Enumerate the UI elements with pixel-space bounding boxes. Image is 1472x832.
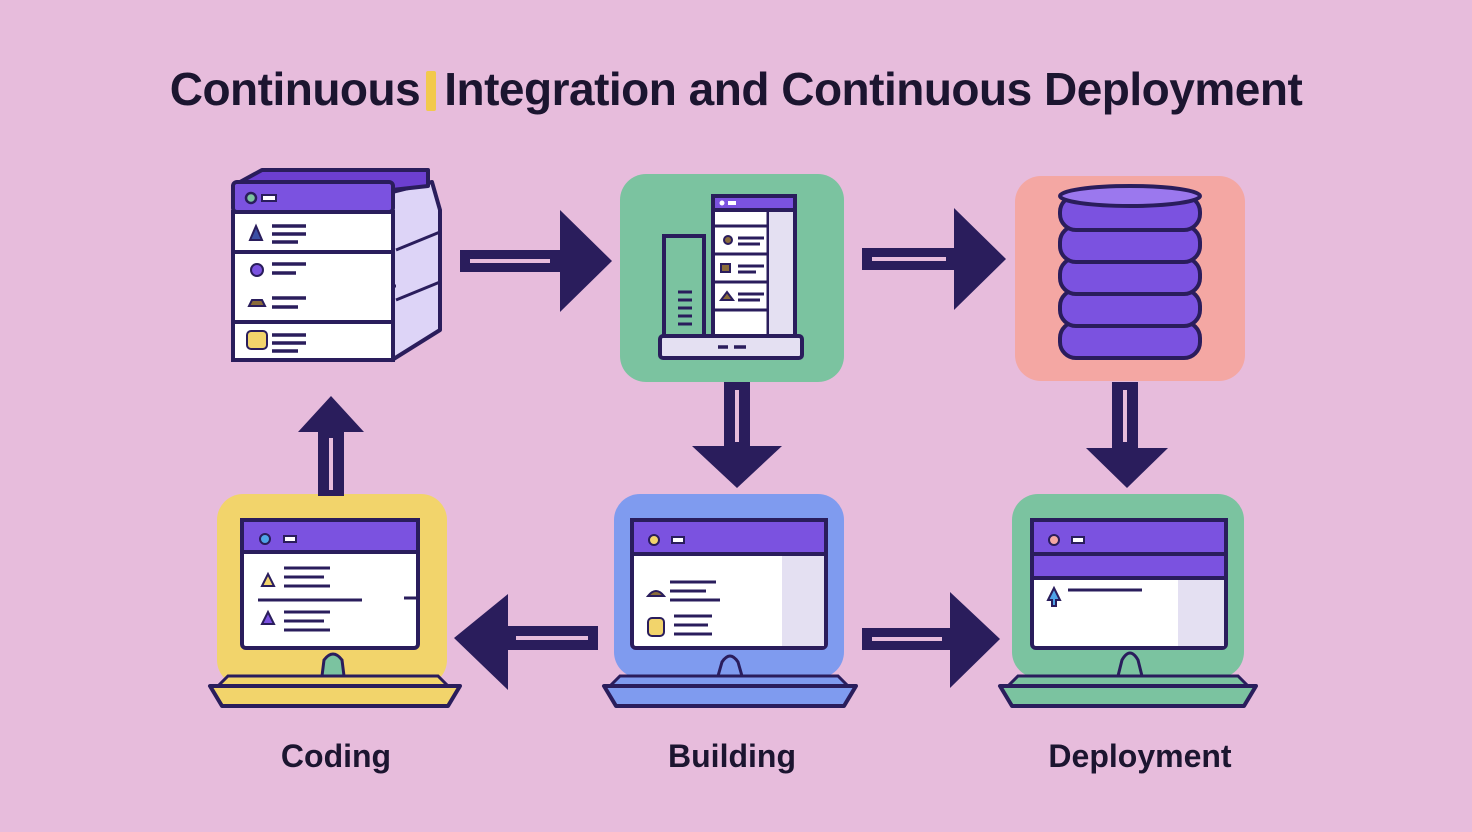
deployment-computer-icon (998, 494, 1258, 708)
title-part-2: Integration and Continuous Deployment (444, 63, 1303, 115)
arrow-left-icon (454, 594, 598, 690)
arrow-right-3-icon (862, 592, 1000, 688)
arrow-down-2-icon (1086, 382, 1168, 488)
arrow-right-2-icon (862, 208, 1006, 310)
arrow-down-1-icon (692, 382, 782, 488)
stage-label-building: Building (668, 738, 796, 774)
arrow-up-icon (298, 396, 364, 496)
title-part-1: Continuous (169, 63, 421, 115)
database-icon (1015, 176, 1245, 381)
arrow-right-1-icon (460, 210, 612, 312)
building-computer-icon (602, 494, 858, 708)
stage-label-coding: Coding (280, 738, 392, 774)
diagram-title: Continuous Integration and Continuous Dep… (0, 62, 1472, 116)
stage-label-deployment: Deployment (1048, 738, 1232, 774)
coding-computer-icon (208, 494, 462, 708)
server-rack-icon (231, 168, 442, 362)
text-cursor-icon (426, 71, 437, 111)
build-server-icon (620, 174, 844, 382)
